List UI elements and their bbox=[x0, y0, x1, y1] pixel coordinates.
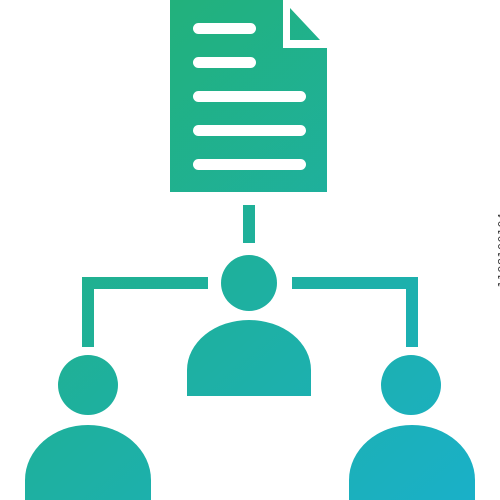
left-person-body bbox=[25, 425, 151, 500]
document-lines bbox=[193, 23, 306, 170]
document-text-line bbox=[193, 23, 256, 34]
right-branch-horizontal bbox=[292, 277, 418, 289]
right-person-icon bbox=[349, 355, 475, 500]
stock-id-watermark: 1198100104 bbox=[496, 212, 500, 288]
left-branch-horizontal bbox=[82, 277, 208, 289]
document-connector-line bbox=[243, 205, 255, 243]
center-person-body bbox=[187, 320, 311, 396]
left-person-icon bbox=[25, 355, 151, 500]
left-person-head bbox=[58, 355, 118, 415]
document-icon bbox=[170, 0, 327, 192]
right-person-head bbox=[381, 355, 441, 415]
right-person-body bbox=[349, 425, 475, 500]
document-text-line bbox=[193, 159, 306, 170]
center-person-icon bbox=[187, 255, 311, 396]
left-branch-vertical bbox=[82, 277, 94, 347]
right-branch-vertical bbox=[406, 277, 418, 347]
document-text-line bbox=[193, 57, 256, 68]
document-folded-corner bbox=[290, 8, 320, 40]
branch-connectors bbox=[82, 277, 418, 347]
center-person-head bbox=[221, 255, 277, 311]
document-text-line bbox=[193, 125, 306, 136]
document-text-line bbox=[193, 91, 306, 102]
